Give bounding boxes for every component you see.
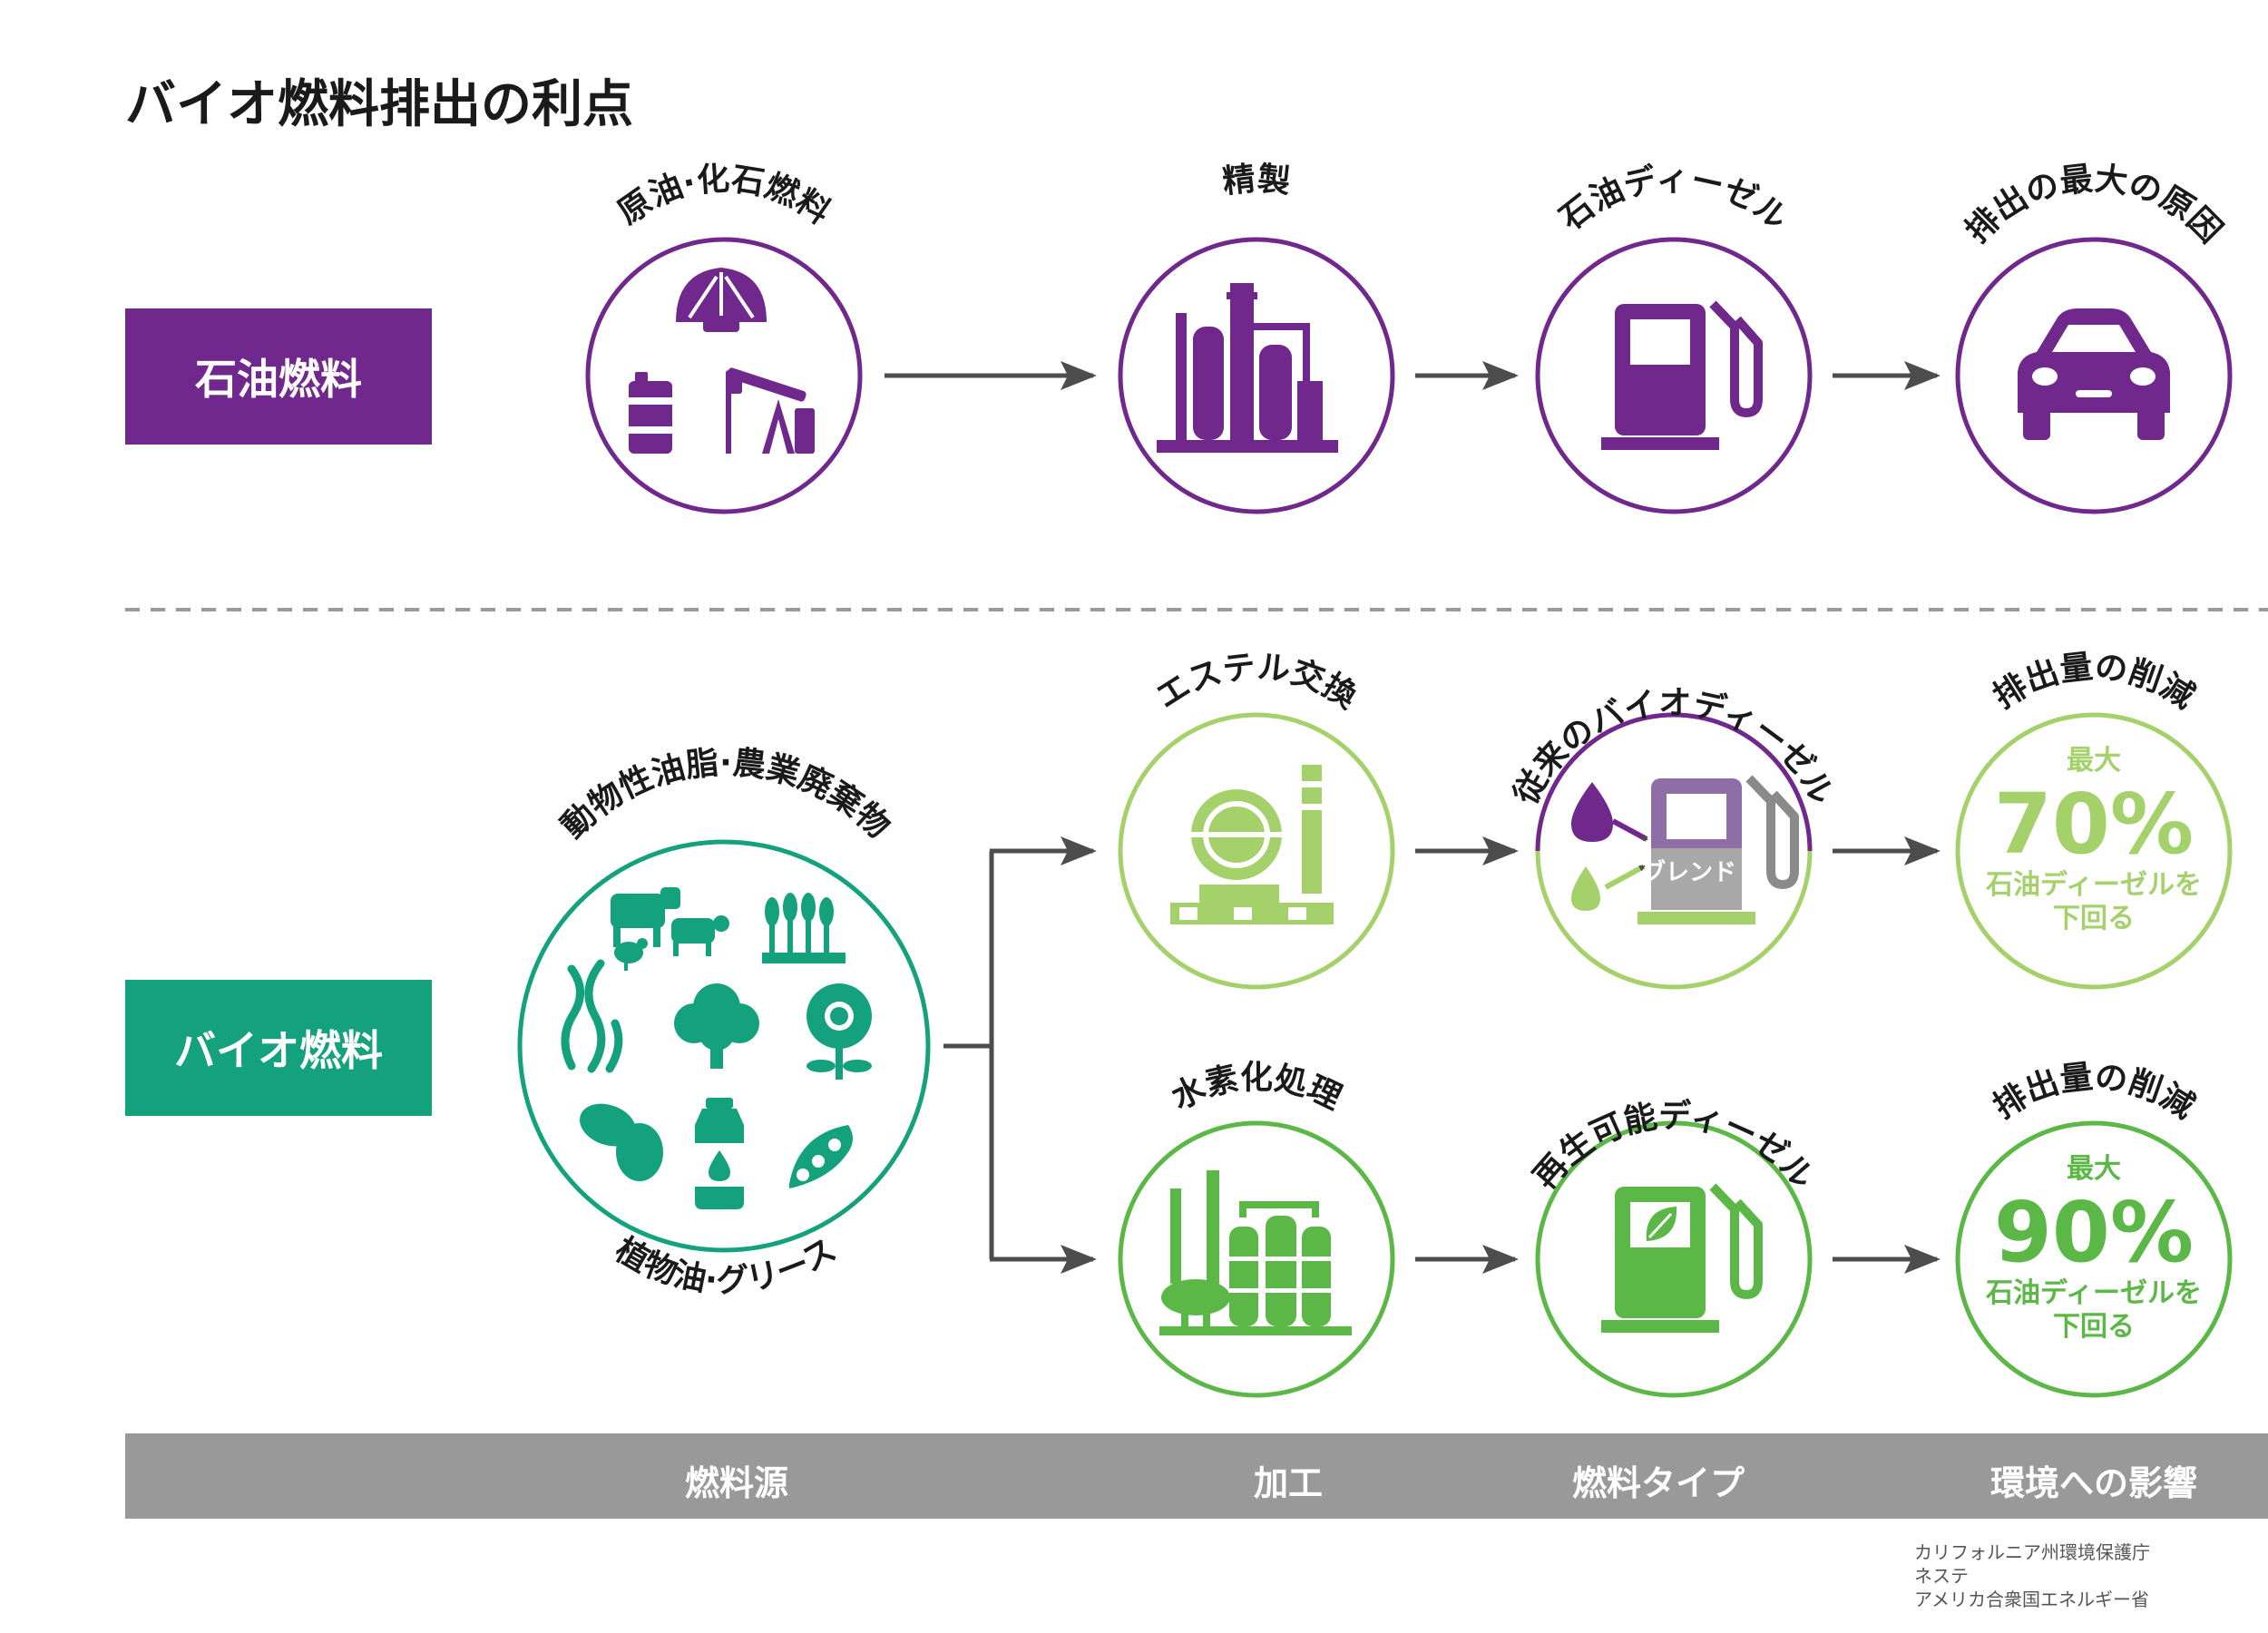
livestock-icon bbox=[611, 887, 729, 971]
green-fuel-pump-icon bbox=[1601, 1183, 1763, 1333]
soybean-icon bbox=[789, 1125, 853, 1188]
source-item: ネステ bbox=[1914, 1565, 1969, 1587]
svg-text:排出の最大の原因: 排出の最大の原因 bbox=[1959, 161, 2229, 250]
svg-text:石油ディーゼル: 石油ディーゼル bbox=[1553, 161, 1794, 238]
label-reduction1-max: 最大 bbox=[2067, 745, 2121, 777]
svg-text:排出量の削減: 排出量の削減 bbox=[1987, 649, 2200, 717]
label-bio-source-bottom: 植物油·グリース bbox=[609, 1231, 843, 1300]
label-reduction2-max: 最大 bbox=[2067, 1153, 2121, 1185]
stage-label-impact: 環境への影響 bbox=[1989, 1463, 2198, 1503]
reactor-plant-icon bbox=[1170, 765, 1334, 924]
source-item: アメリカ合衆国エネルギー省 bbox=[1914, 1589, 2149, 1610]
label-renewable-diesel: 再生可能ディーゼル bbox=[1527, 1097, 1822, 1197]
label-crude: 原油·化石燃料 bbox=[611, 161, 836, 232]
label-hydrotreating: 水素化処理 bbox=[1166, 1059, 1347, 1117]
label-emission-source: 排出の最大の原因 bbox=[1959, 161, 2229, 250]
stage-label-processing: 加工 bbox=[1253, 1463, 1324, 1503]
label-reduction2-line1: 石油ディーゼルを bbox=[1985, 1277, 2202, 1309]
label-transesterification: エステル交換 bbox=[1149, 649, 1364, 717]
oil-barrel-icon bbox=[624, 372, 677, 454]
fuel-pump-icon bbox=[1601, 300, 1763, 450]
bio-drop-icon bbox=[1571, 866, 1600, 911]
node-crude: 原油·化石燃料 bbox=[585, 161, 863, 514]
svg-text:原油·化石燃料: 原油·化石燃料 bbox=[611, 161, 836, 232]
page-title: バイオ燃料排出の利点 bbox=[125, 75, 633, 134]
node-emission-source: 排出の最大の原因 bbox=[1955, 161, 2233, 514]
stage-bar bbox=[125, 1433, 2268, 1519]
label-reduction2-value: 90% bbox=[1994, 1184, 2194, 1281]
node-biodiesel: 従来のバイオディーゼル ブレンド bbox=[1507, 685, 1841, 990]
branch-connector bbox=[943, 836, 1097, 1274]
node-renewable-diesel: 再生可能ディーゼル bbox=[1527, 1097, 1822, 1398]
peanut-icon bbox=[580, 1103, 663, 1181]
label-reduction1-title: 排出量の削減 bbox=[1987, 649, 2200, 717]
node-hydrotreating: 水素化処理 bbox=[1118, 1059, 1395, 1398]
label-reduction2-line2: 下回る bbox=[2053, 1311, 2135, 1343]
row-label-biofuel: バイオ燃料 bbox=[125, 980, 432, 1116]
row-label-petroleum: 石油燃料 bbox=[125, 308, 432, 445]
label-diesel: 石油ディーゼル bbox=[1553, 161, 1794, 238]
node-refining: 精製 bbox=[1118, 161, 1395, 514]
node-reduction-90: 排出量の削減 最大 90% 石油ディーゼルを 下回る bbox=[1955, 1059, 2233, 1398]
svg-text:水素化処理: 水素化処理 bbox=[1166, 1059, 1347, 1117]
arrow-oil-to-blend bbox=[1611, 818, 1648, 842]
svg-text:再生可能ディーゼル: 再生可能ディーゼル bbox=[1527, 1097, 1822, 1197]
label-reduction1-line1: 石油ディーゼルを bbox=[1985, 869, 2202, 901]
svg-text:植物油·グリース: 植物油·グリース bbox=[609, 1231, 843, 1300]
car-icon bbox=[2018, 308, 2170, 440]
svg-text:動物性油脂·農業廃棄物: 動物性油脂·農業廃棄物 bbox=[554, 744, 896, 846]
shell-icon bbox=[676, 268, 767, 332]
tree-icon bbox=[674, 983, 759, 1069]
arrow-bio-to-blend bbox=[1604, 864, 1646, 890]
label-reduction1-value: 70% bbox=[1994, 776, 2194, 873]
pump-jack-icon bbox=[726, 367, 815, 454]
hydro-plant-icon bbox=[1159, 1170, 1352, 1335]
node-diesel: 石油ディーゼル bbox=[1535, 161, 1813, 514]
label-refining: 精製 bbox=[1221, 161, 1293, 201]
refinery-icon bbox=[1157, 283, 1338, 453]
oil-drop-icon bbox=[1571, 782, 1613, 842]
stage-label-source: 燃料源 bbox=[684, 1463, 789, 1503]
label-blend: ブレンド bbox=[1642, 858, 1736, 886]
oil-bottle-icon bbox=[695, 1098, 744, 1209]
source-item: カリフォルニア州環境保護庁 bbox=[1914, 1541, 2150, 1563]
wheat-icon bbox=[762, 893, 846, 963]
sources-list: カリフォルニア州環境保護庁 ネステ アメリカ合衆国エネルギー省 bbox=[1914, 1540, 2150, 1611]
sunflower-icon bbox=[807, 983, 872, 1080]
svg-text:精製: 精製 bbox=[1221, 161, 1293, 201]
label-reduction2-title: 排出量の削減 bbox=[1987, 1059, 2200, 1127]
node-reduction-70: 排出量の削減 最大 70% 石油ディーゼルを 下回る bbox=[1955, 649, 2233, 990]
svg-text:エステル交換: エステル交換 bbox=[1149, 649, 1364, 717]
stage-label-fuel-type: 燃料タイプ bbox=[1571, 1463, 1745, 1503]
label-reduction1-line2: 下回る bbox=[2053, 903, 2135, 934]
node-bio-source: 動物性油脂·農業廃棄物 植物油·グリース bbox=[517, 744, 931, 1300]
node-transesterification: エステル交換 bbox=[1118, 649, 1395, 990]
blend-pump-icon: ブレンド bbox=[1637, 775, 1799, 924]
svg-text:排出量の削減: 排出量の削減 bbox=[1987, 1059, 2200, 1127]
seaweed-icon bbox=[561, 959, 623, 1073]
label-bio-source-top: 動物性油脂·農業廃棄物 bbox=[554, 744, 896, 846]
